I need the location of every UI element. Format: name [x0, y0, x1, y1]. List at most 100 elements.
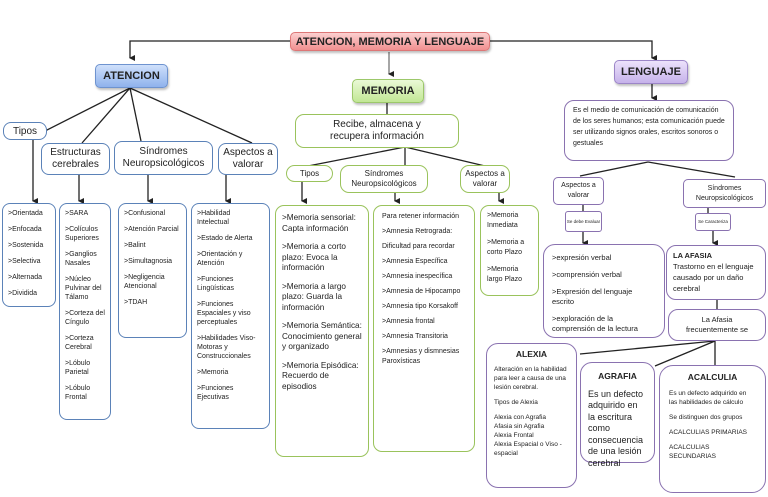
list-item: >TDAH	[124, 299, 148, 306]
acalculia-node: ACALCULIA Es un defecto adquirido en las…	[659, 365, 766, 493]
list-item: >Atención Parcial	[124, 226, 179, 233]
lenguaje-definition: Es el medio de comunicación de comunicac…	[564, 100, 734, 161]
list-item: >Amnesia Retrograda:	[382, 228, 453, 235]
list-item: >Corteza Cerebral	[65, 335, 94, 351]
atencion-tipos-label: Tipos	[12, 125, 38, 137]
list-item: >Memoria Episódica: Recuerdo de episodio…	[282, 360, 359, 391]
afasia-title: LA AFASIA	[673, 251, 713, 260]
atencion-tipos-node: Tipos	[3, 122, 47, 140]
lenguaje-aspectos-label: Aspectos a valorar	[561, 182, 596, 199]
list-item: >Amnesia frontal	[382, 318, 435, 325]
alexia-tipos-label: Tipos de Alexia	[494, 399, 538, 406]
list-item: >Memoria a corto Plazo	[487, 239, 525, 256]
acalculia-text: Es un defecto adquirido en las habilidad…	[669, 390, 747, 406]
list-item: >Memoria a largo plazo: Guarda la inform…	[282, 281, 346, 312]
atencion-estructuras-list: >SARA >Colículos Superiores >Ganglios Na…	[59, 203, 111, 420]
list-item: >Enfocada	[8, 226, 42, 233]
list-item: >Orientación y Atención	[197, 251, 243, 267]
list-item: >Amnesia Específica	[382, 258, 448, 265]
lenguaje-definition-text: Es el medio de comunicación de comunicac…	[573, 107, 725, 147]
list-item: >Ganglios Nasales	[65, 251, 97, 267]
list-item: >Alternada	[8, 274, 43, 281]
lenguaje-sindromes-node: Síndromes Neuropsicológicos	[683, 179, 766, 208]
atencion-title-text: ATENCION	[103, 70, 160, 82]
se-caracteriza-node: Se Caracteriza	[695, 213, 731, 231]
list-item: ACALCULIAS SECUNDARIAS	[669, 444, 716, 460]
memoria-sindromes-list: Para retener información >Amnesia Retrog…	[373, 205, 475, 452]
list-item: >Habilidad Intelectual	[197, 210, 231, 226]
main-title-text: ATENCION, MEMORIA Y LENGUAJE	[295, 35, 485, 48]
list-item: >Memoria sensorial: Capta información	[282, 213, 356, 233]
acalculia-title: ACALCULIA	[687, 372, 738, 382]
list-item: ACALCULIAS PRIMARIAS	[669, 429, 748, 436]
list-item: >SARA	[65, 210, 89, 217]
lenguaje-aspectos-node: Aspectos a valorar	[553, 177, 604, 205]
list-item: >Funciones Espaciales y viso perceptuale…	[197, 301, 251, 326]
alexia-node: ALEXIA Alteración en la habilidad para l…	[486, 343, 577, 488]
memoria-sindromes-node: Síndromes Neuropsicológicos	[340, 165, 428, 193]
atencion-aspectos-node: Aspectos a valorar	[218, 143, 278, 175]
list-item: Afasia sin Agrafia	[494, 423, 545, 430]
memoria-sindromes-label: Síndromes Neuropsicológicos	[351, 169, 417, 188]
list-item: >exploración de la comprensión de la lec…	[552, 314, 638, 333]
list-item: >Colículos Superiores	[65, 226, 99, 242]
list-item: >Negligencia Atencional	[124, 274, 165, 290]
list-item: >Funciones Ejecutivas	[197, 385, 234, 401]
atencion-estructuras-label: Estructuras cerebrales	[50, 147, 101, 170]
memoria-aspectos-list: >Memoria Inmediata >Memoria a corto Plaz…	[480, 205, 539, 296]
list-item: >Memoria Semántica: Conocimiento general…	[282, 321, 362, 351]
list-item: >Corteza del Cíngulo	[65, 310, 105, 326]
list-item: >Amnesia de Hipocampo	[382, 288, 461, 295]
list-item: >Simultagnosia	[124, 258, 173, 265]
lenguaje-aspectos-list: >expresión verbal >comprensión verbal >E…	[543, 244, 665, 338]
list-item: Alexia Espacial o Viso - espacial	[494, 441, 562, 457]
acalculia-grupos: Se distinguen dos grupos	[669, 414, 743, 421]
agrafia-node: AGRAFIA Es un defecto adquirido en la es…	[580, 362, 655, 468]
afasia-node: LA AFASIA Trastorno en el lenguaje causa…	[666, 245, 766, 300]
memoria-title: MEMORIA	[352, 79, 424, 103]
se-debe-evaluar-node: Se debe Evaluar	[565, 211, 602, 232]
list-item: >Amnesia Transitoria	[382, 333, 448, 340]
list-item: >Lóbulo Frontal	[65, 385, 91, 401]
list-item: >expresión verbal	[552, 253, 612, 262]
main-title: ATENCION, MEMORIA Y LENGUAJE	[290, 32, 490, 51]
atencion-sindromes-node: Síndromes Neuropsicológicos	[114, 141, 213, 175]
list-item: >Amnesia inespecífica	[382, 273, 453, 280]
list-item: >Confusional	[124, 210, 166, 217]
list-item: >Amnesia tipo Korsakoff	[382, 303, 458, 310]
lenguaje-title: LENGUAJE	[614, 60, 688, 84]
list-item: Para retener información	[382, 213, 460, 220]
list-item: >Dividida	[8, 290, 37, 297]
agrafia-title: AGRAFIA	[598, 371, 637, 381]
list-item: >Memoria Inmediata	[487, 212, 519, 229]
list-item: >comprensión verbal	[552, 270, 622, 279]
list-item: >Habilidades Viso-Motoras y Construccion…	[197, 335, 256, 360]
list-item: >Balint	[124, 242, 146, 249]
list-item: >Sostenida	[8, 242, 44, 249]
memoria-title-text: MEMORIA	[361, 85, 415, 97]
alexia-title: ALEXIA	[515, 349, 548, 359]
atencion-aspectos-label: Aspectos a valorar	[223, 147, 273, 170]
list-item: >Núcleo Pulvinar del Tálamo	[65, 276, 102, 301]
list-item: >Orientada	[8, 210, 43, 217]
list-item: Alexia con Agrafia	[494, 414, 547, 421]
atencion-sindromes-label: Síndromes Neuropsicológicos	[122, 146, 205, 169]
atencion-estructuras-node: Estructuras cerebrales	[41, 143, 110, 175]
memoria-definition: Recibe, almacena y recupera información	[295, 114, 459, 148]
alexia-text: Alteración en la habilidad para leer a c…	[494, 366, 567, 391]
list-item: Alexia Frontal	[494, 432, 534, 439]
memoria-tipos-list: >Memoria sensorial: Capta información >M…	[275, 205, 369, 457]
lenguaje-title-text: LENGUAJE	[621, 66, 681, 78]
memoria-tipos-node: Tipos	[286, 165, 333, 182]
atencion-aspectos-list: >Habilidad Intelectual >Estado de Alerta…	[191, 203, 270, 429]
list-item: >Expresión del lenguaje escrito	[552, 287, 633, 306]
agrafia-text: Es un defecto adquirido en la escritura …	[588, 388, 644, 468]
lenguaje-sindromes-label: Síndromes Neuropsicológicos	[695, 184, 754, 202]
afasia-text: Trastorno en el lenguaje causado por un …	[673, 262, 754, 293]
list-item: >Selectiva	[8, 258, 41, 265]
list-item: >Funciones Lingüísticas	[197, 276, 234, 292]
memoria-aspectos-label: Aspectos a valorar	[465, 169, 505, 188]
atencion-title: ATENCION	[95, 64, 168, 88]
se-debe-evaluar-label: Se debe Evaluar	[566, 218, 601, 224]
afasia-frecuente-node: La Afasia frecuentemente se	[668, 309, 766, 341]
